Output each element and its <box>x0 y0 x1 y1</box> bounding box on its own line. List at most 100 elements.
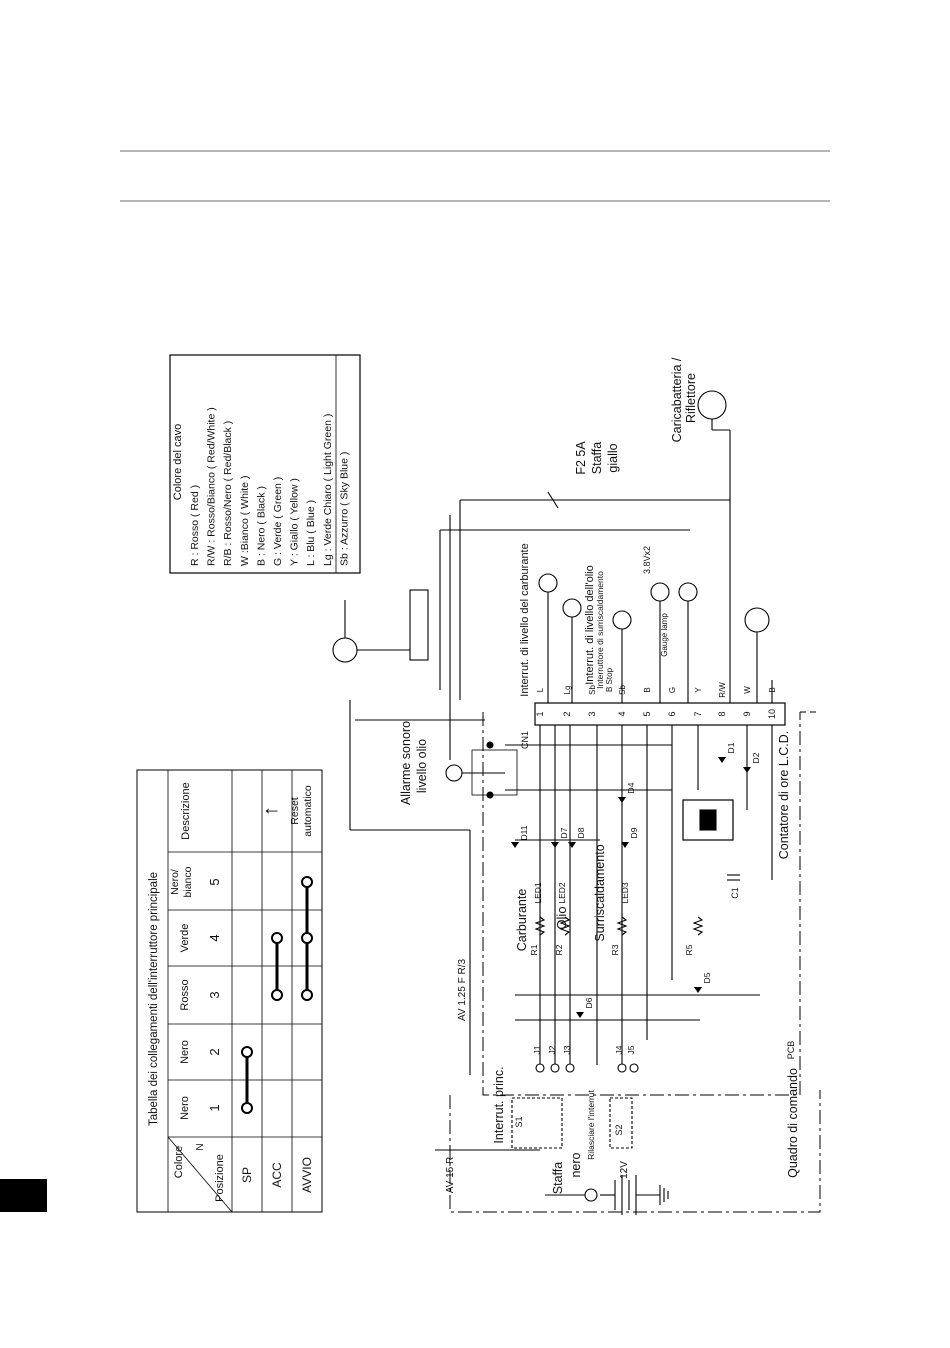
giallo-label: giallo <box>606 443 620 472</box>
lamp-rating-label: 3.8Vx2 <box>642 546 652 574</box>
legend-entry: R/B : Rosso/Nero ( Red/Black ) <box>222 421 234 566</box>
column-color-label: Rosso <box>179 979 191 1010</box>
diode-label: D9 <box>629 827 639 838</box>
cn1-wire-label: Sb <box>588 685 597 695</box>
column-color-label: Nero/ <box>169 869 181 895</box>
cn1-pin-label: 4 <box>617 711 627 716</box>
cn1-pin-label: 5 <box>642 711 652 716</box>
pcb-label: PCB <box>786 1041 796 1060</box>
b-stop-label: B Stop <box>605 667 614 692</box>
diode-label: D11 <box>519 825 529 840</box>
reset-arrow: ↑ <box>260 806 282 816</box>
legend-entry: Y : Giallo ( Yellow ) <box>289 478 301 566</box>
diode-symbol <box>618 797 626 803</box>
column-number-label: 3 <box>207 991 222 998</box>
diode-label: D6 <box>584 997 594 1008</box>
column-color-label: Verde <box>179 924 191 953</box>
corner-colore: Colore <box>173 1146 185 1178</box>
connection-dot <box>241 1102 253 1114</box>
diode-label: D5 <box>702 972 712 983</box>
legend-entry: Sb : Azzurro ( Sky Blue ) <box>338 452 350 566</box>
fuse-av125-label: AV 1.25 F R/3 <box>457 959 468 1022</box>
switch-label: S1 <box>514 1116 524 1127</box>
control-panel-label: Quadro di comando <box>786 1068 800 1178</box>
cn1-pin-label: 7 <box>693 711 703 716</box>
oil-alarm-label-2: livello olio <box>415 739 429 793</box>
diode-symbol <box>551 842 559 848</box>
terminal-label: J2 <box>547 1045 557 1054</box>
cn1-wire-label: Y <box>694 687 703 693</box>
terminal-label: J1 <box>532 1045 542 1054</box>
cn1-wire-label: G <box>668 687 677 693</box>
staffa-nero-label-1: Staffa <box>551 1162 565 1194</box>
reset-description-line: automatico <box>302 785 314 837</box>
cn1-wire-label: L <box>536 687 545 692</box>
legend-entry: L : Blu ( Blue ) <box>305 500 317 566</box>
legend-entry: R : Rosso ( Red ) <box>189 485 201 566</box>
cn1-wire-label: W <box>743 686 752 694</box>
schematic-labels: Caricabatteria / Riflettore F2 5A Staffa… <box>399 357 800 1194</box>
row-position-label: ACC <box>270 1162 284 1188</box>
diode-symbol <box>621 842 629 848</box>
fuse-f2-label: F2 5A <box>574 441 588 475</box>
cn1-pin-label: 1 <box>535 711 545 716</box>
legend-entry: Lg : Verde Chiaro ( Light Green ) <box>322 414 334 566</box>
column-color-label: bianco <box>182 866 194 897</box>
hour-counter-label: Contatore di ore L.C.D. <box>777 731 791 860</box>
terminal-dot <box>535 1063 545 1073</box>
resistor-label: R1 <box>529 944 539 955</box>
diode-symbol <box>694 987 702 993</box>
capacitor-label: C1 <box>730 887 740 899</box>
terminal-label: J3 <box>562 1045 572 1054</box>
page-tab-marker <box>0 1179 47 1212</box>
row-position-label: SP <box>240 1167 254 1183</box>
corner-n: N <box>195 1143 206 1150</box>
diode-symbol <box>743 767 751 773</box>
terminal-dot <box>629 1063 639 1073</box>
connection-dot <box>271 932 283 944</box>
legend-entry: G : Verde ( Green ) <box>272 477 284 566</box>
main-switch-label: Interrut. princ. <box>492 1066 506 1143</box>
battery-label: 12V <box>619 1161 630 1179</box>
resistor-label: R5 <box>684 944 694 955</box>
column-number-label: 1 <box>207 1104 222 1111</box>
column-color-label: Nero <box>179 1096 191 1120</box>
diode-symbol <box>576 1012 584 1018</box>
connection-dot <box>301 989 313 1001</box>
oil-alarm-label-1: Allarme sonoro <box>399 721 413 805</box>
wire-color-legend: Colore del cavo R : Rosso ( Red ) R/W : R… <box>169 354 361 574</box>
diode-label: D4 <box>626 782 636 793</box>
staffa-label: Staffa <box>590 442 604 474</box>
gauge-lamp-label: Gauge lamp <box>660 613 669 657</box>
fuel-level-switch-label: Interrut. di livello del carburante <box>519 543 531 696</box>
connection-dot <box>241 1046 253 1058</box>
legend-title: Colore del cavo <box>172 424 184 500</box>
reset-description-line: Reset <box>289 797 301 825</box>
terminal-label: J4 <box>614 1045 624 1054</box>
release-switch-label: Rilasciare l'interrut <box>586 1090 596 1160</box>
resistor-label: R3 <box>610 944 620 955</box>
cn1-wire-label: R/W <box>718 682 727 698</box>
connection-dot <box>301 932 313 944</box>
diode-symbol <box>568 842 576 848</box>
cn1-pin-label: 8 <box>717 711 727 716</box>
legend-entry: R/W : Rosso/Bianco ( Red/White ) <box>206 407 218 566</box>
fuse-av15-label: AV 15 R <box>445 1157 456 1194</box>
resistor-label: R2 <box>554 944 564 955</box>
legend-entry: W :Bianco ( White ) <box>239 476 251 566</box>
terminal-label: J5 <box>626 1045 636 1054</box>
cn1-pin-label: 10 <box>767 709 777 719</box>
corner-posizione: Posizione <box>214 1154 226 1202</box>
cn1-pin-label: 9 <box>742 711 752 716</box>
column-number-label: 5 <box>207 878 222 885</box>
column-number-label: 2 <box>207 1048 222 1055</box>
connection-dot <box>301 876 313 888</box>
terminal-dot <box>550 1063 560 1073</box>
olio-label: Olio <box>554 906 569 929</box>
row-position-label: AVVIO <box>300 1157 314 1193</box>
surriscaldamento-label: Surriscaldamento <box>593 844 607 941</box>
cn1-pin-label: 2 <box>562 711 572 716</box>
connection-dot <box>271 989 283 1001</box>
